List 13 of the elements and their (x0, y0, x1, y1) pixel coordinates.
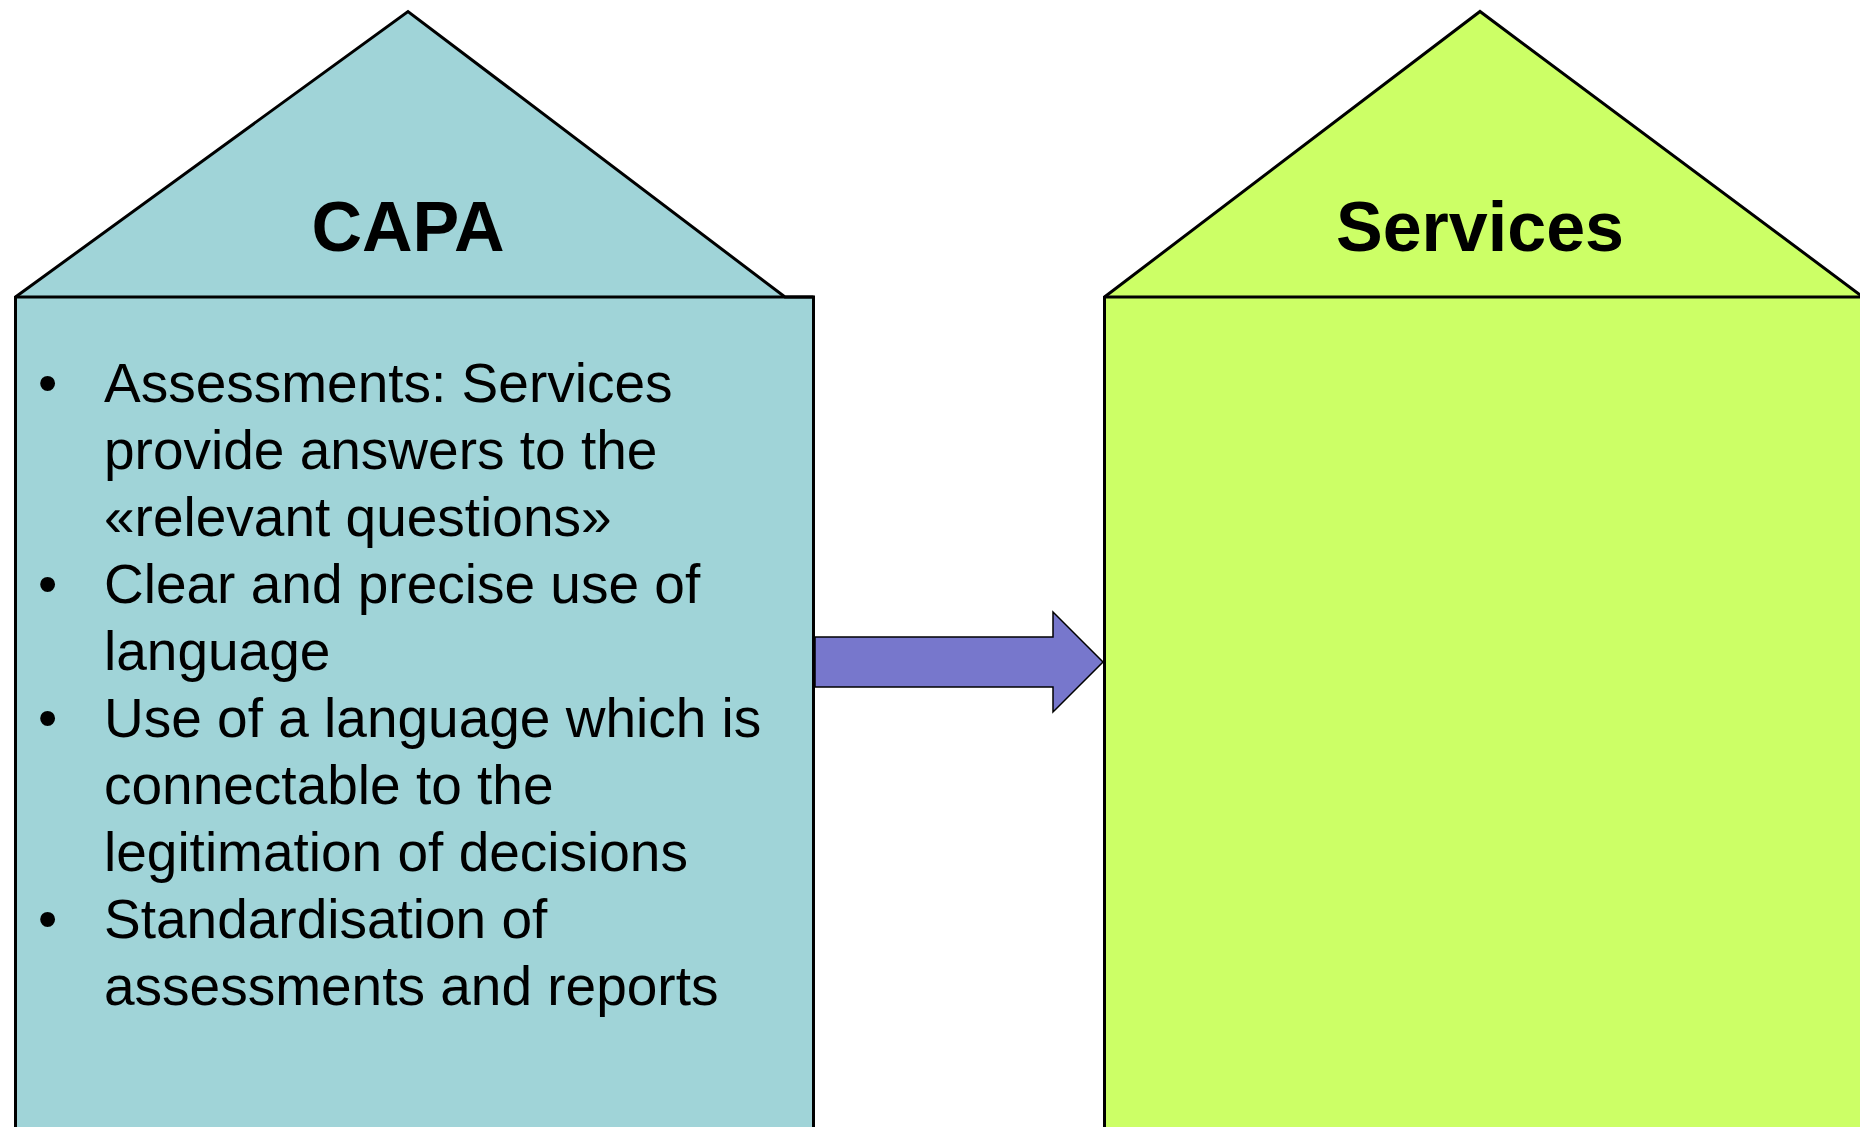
bullet-point: Use of a language which is connectable to the legitimation of decisions (104, 686, 763, 885)
bullet-point: Clear and precise use of language (104, 552, 702, 684)
house-title: Services (1336, 192, 1624, 262)
block-arrow (814, 610, 1105, 714)
bullet-marker: • (38, 687, 58, 749)
house-shape (1103, 10, 1860, 1127)
bullet-marker: • (38, 553, 58, 615)
house-shape (14, 10, 815, 1127)
bullet-point: Standardisation of assessments and reports (104, 887, 720, 1019)
bullet-marker: • (38, 352, 58, 414)
house-title: CAPA (311, 192, 505, 262)
bullet-point: Assessments: Services provide answers to the «relevant questions» (104, 351, 674, 550)
bullet-marker: • (38, 888, 58, 950)
